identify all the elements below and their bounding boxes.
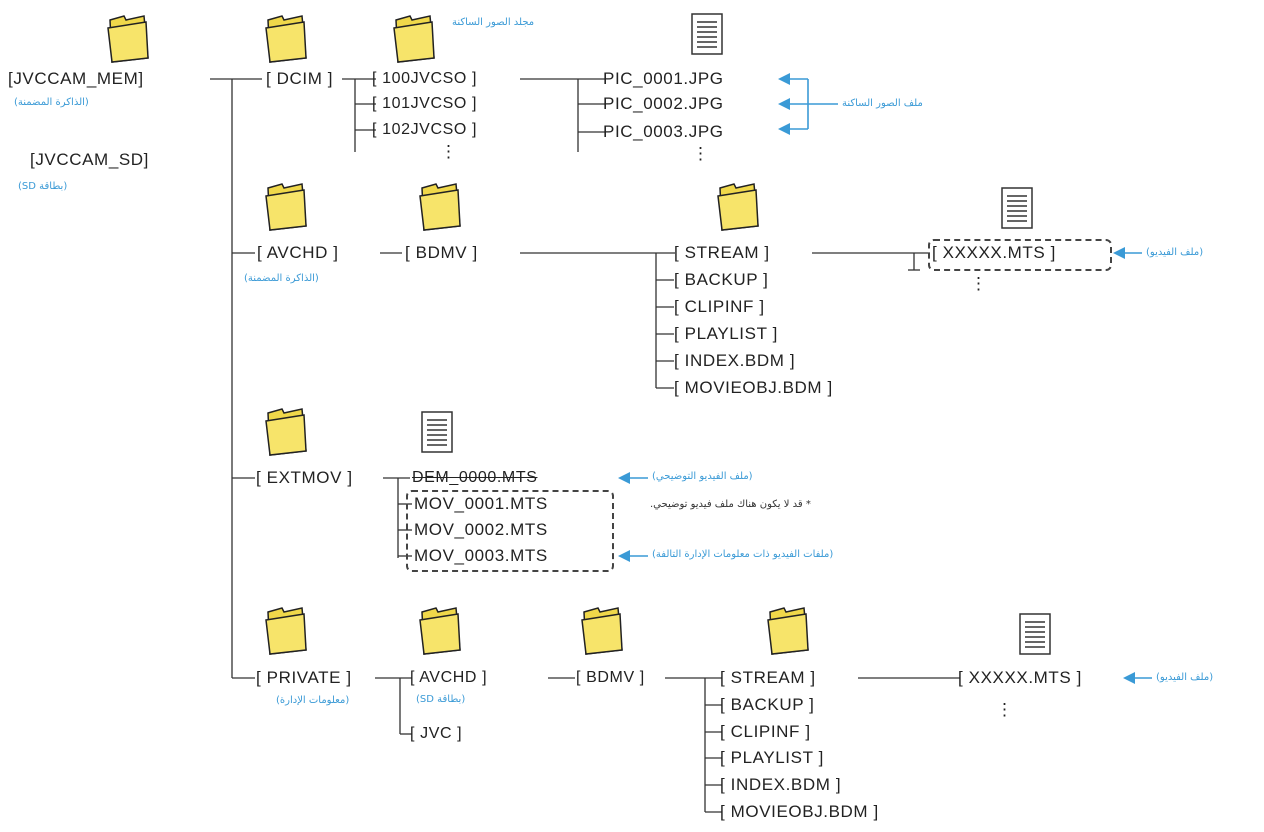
extmov-demo-note: (ملف الفيديو التوضيحي)	[652, 471, 753, 482]
folder-icon	[419, 607, 461, 655]
avchd-mts-note: (ملف الفيديو)	[1146, 247, 1204, 258]
avchd-bdmv-item: [ STREAM ]	[674, 243, 770, 262]
extmov-demo-footnote: * قد لا يكون هناك ملف فيديو توضيحي.	[650, 499, 811, 510]
dcim-folder-label: [ DCIM ]	[266, 69, 334, 88]
root-sd-note: (بطاقة SD)	[18, 181, 68, 192]
folder-icon	[581, 607, 623, 655]
avchd-bdmv-item: [ PLAYLIST ]	[674, 324, 778, 343]
avchd-mts-file: [ XXXXX.MTS ]	[932, 243, 1056, 262]
dcim-file-ellipsis: ⋮	[692, 144, 710, 163]
private-folder-note: (معلومات الإدارة)	[276, 695, 350, 706]
folder-icon	[265, 15, 307, 63]
private-bdmv-item: [ INDEX.BDM ]	[720, 775, 842, 794]
file-icon	[421, 411, 453, 453]
private-avchd-note: (بطاقة SD)	[416, 694, 466, 705]
extmov-mov-file: MOV_0001.MTS	[414, 494, 548, 513]
video-file-highlight	[928, 239, 1112, 271]
folder-icon	[265, 607, 307, 655]
folder-icon	[767, 607, 809, 655]
dcim-file: PIC_0002.JPG	[603, 94, 724, 113]
folder-icon	[717, 183, 759, 231]
dcim-subfolder-ellipsis: ⋮	[440, 142, 458, 161]
extmov-demo-file: DEM_0000.MTS	[412, 469, 538, 486]
dcim-subfolder: [ 101JVCSO ]	[372, 95, 478, 112]
dcim-files-note: ملف الصور الساكنة	[842, 98, 923, 109]
extmov-mov-file: MOV_0003.MTS	[414, 546, 548, 565]
root-mem-note: (الذاكرة المضمنة)	[14, 97, 89, 108]
private-bdmv-label: [ BDMV ]	[576, 669, 645, 686]
dcim-subfolder: [ 102JVCSO ]	[372, 121, 478, 138]
extmov-folder-label: [ EXTMOV ]	[256, 468, 353, 487]
dcim-file: PIC_0003.JPG	[603, 122, 724, 141]
private-folder-label: [ PRIVATE ]	[256, 668, 352, 687]
dcim-file: PIC_0001.JPG	[603, 69, 724, 88]
file-icon	[1001, 187, 1033, 229]
file-icon	[1019, 613, 1051, 655]
avchd-bdmv-label: [ BDMV ]	[405, 243, 478, 262]
folder-icon	[265, 183, 307, 231]
extmov-mov-note: (ملفات الفيديو ذات معلومات الإدارة التال…	[652, 549, 834, 560]
avchd-bdmv-item: [ MOVIEOBJ.BDM ]	[674, 378, 833, 397]
avchd-bdmv-item: [ BACKUP ]	[674, 270, 769, 289]
private-bdmv-item: [ CLIPINF ]	[720, 722, 811, 741]
private-jvc-label: [ JVC ]	[410, 725, 463, 742]
private-mts-file: [ XXXXX.MTS ]	[958, 668, 1082, 687]
avchd-mts-ellipsis: ⋮	[970, 274, 988, 293]
extmov-mov-file: MOV_0002.MTS	[414, 520, 548, 539]
avchd-bdmv-item: [ CLIPINF ]	[674, 297, 765, 316]
damaged-files-highlight	[406, 490, 614, 572]
avchd-bdmv-item: [ INDEX.BDM ]	[674, 351, 796, 370]
private-mts-ellipsis: ⋮	[996, 700, 1014, 719]
root-mem-label: [JVCCAM_MEM]	[8, 69, 144, 88]
private-avchd-label: [ AVCHD ]	[410, 669, 488, 686]
private-bdmv-item: [ STREAM ]	[720, 668, 816, 687]
root-sd-label: [JVCCAM_SD]	[30, 150, 150, 169]
avchd-folder-note: (الذاكرة المضمنة)	[244, 273, 319, 284]
avchd-folder-label: [ AVCHD ]	[257, 243, 339, 262]
private-bdmv-item: [ PLAYLIST ]	[720, 748, 824, 767]
private-mts-note: (ملف الفيديو)	[1156, 672, 1214, 683]
folder-icon	[265, 408, 307, 456]
folder-icon	[393, 15, 435, 63]
dcim-subfolder: [ 100JVCSO ]	[372, 70, 478, 87]
private-bdmv-item: [ MOVIEOBJ.BDM ]	[720, 802, 879, 821]
file-icon	[691, 13, 723, 55]
dcim-folder-note: مجلد الصور الساكنة	[452, 17, 535, 28]
folder-icon	[419, 183, 461, 231]
private-bdmv-item: [ BACKUP ]	[720, 695, 815, 714]
folder-icon	[107, 15, 149, 63]
